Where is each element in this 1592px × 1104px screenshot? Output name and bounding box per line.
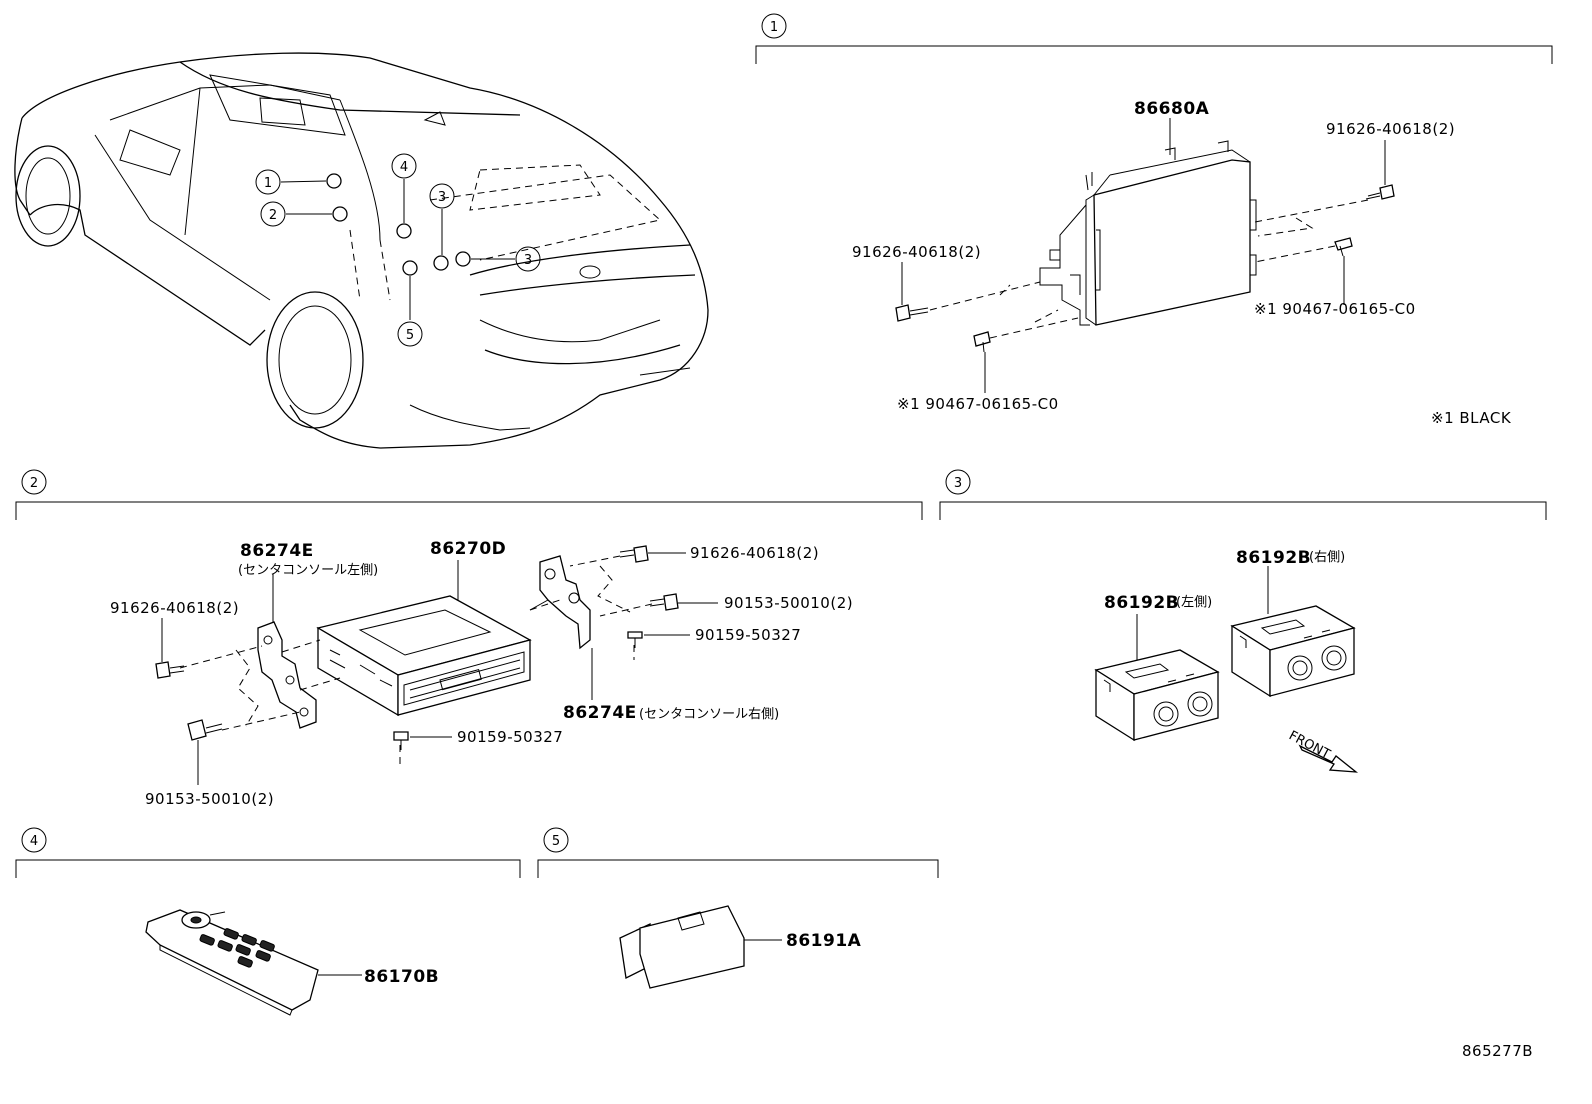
section-3-number: 3 bbox=[954, 476, 962, 491]
car-callout-3a-label: 3 bbox=[438, 190, 446, 205]
bolt-icon bbox=[895, 304, 929, 322]
bolt-icon bbox=[649, 593, 679, 611]
bolt-icon bbox=[155, 661, 185, 679]
part-91626-40618-top-label: 91626-40618(2) bbox=[690, 544, 819, 562]
section-2: 2 86270D 86274E (センタコンソール左側) bbox=[15, 469, 923, 808]
switch-unit-86192b-right bbox=[1230, 605, 1356, 698]
part-86274e-left-note: (センタコンソール左側) bbox=[238, 563, 378, 578]
section-2-number: 2 bbox=[30, 476, 38, 491]
car-callout-1-label: 1 bbox=[264, 176, 272, 191]
section-1-number: 1 bbox=[770, 20, 778, 35]
screw-icon bbox=[1334, 237, 1353, 257]
car-callout-3b bbox=[515, 246, 541, 272]
car-callout-4 bbox=[391, 153, 417, 179]
part-90153-50010-mid-label: 90153-50010(2) bbox=[724, 594, 853, 612]
part-91626-40618-left2-label: 91626-40618(2) bbox=[110, 599, 239, 617]
bolt-icon bbox=[187, 719, 223, 741]
part-91626-40618-right-label: 91626-40618(2) bbox=[1326, 120, 1455, 138]
part-90159-50327-bottom-label: 90159-50327 bbox=[457, 728, 563, 746]
part-86191a-label: 86191A bbox=[786, 931, 862, 951]
front-arrow-icon bbox=[1298, 744, 1359, 773]
switch-unit-86192b-left bbox=[1094, 649, 1220, 742]
part-86274e-left-label: 86274E bbox=[240, 541, 314, 561]
control-panel-86270d bbox=[316, 595, 532, 717]
part-86680a-label: 86680A bbox=[1134, 99, 1210, 119]
screw-icon bbox=[973, 331, 991, 353]
part-91626-40618-left-label: 91626-40618(2) bbox=[852, 243, 981, 261]
bracket-left bbox=[257, 621, 317, 729]
bracket-right bbox=[529, 555, 591, 650]
note-black-label: ※1 BLACK bbox=[1431, 409, 1512, 427]
part-90153-50010-bottom-label: 90153-50010(2) bbox=[145, 790, 274, 808]
part-86170b-label: 86170B bbox=[364, 967, 439, 987]
part-90467-06165-bottom-label: ※1 90467-06165-C0 bbox=[897, 395, 1059, 413]
section-5: 5 86191A bbox=[537, 827, 939, 989]
part-90159-50327-right-label: 90159-50327 bbox=[695, 626, 801, 644]
car-callout-5-label: 5 bbox=[406, 328, 414, 343]
car-callout-3a bbox=[429, 183, 455, 209]
part-86192b-right-label: 86192B bbox=[1236, 548, 1311, 568]
car-callout-1 bbox=[255, 169, 281, 195]
car-callout-5 bbox=[397, 321, 423, 347]
part-86270d-label: 86270D bbox=[430, 539, 506, 559]
part-90467-06165-right-label: ※1 90467-06165-C0 bbox=[1254, 300, 1416, 318]
car-callout-2 bbox=[260, 201, 286, 227]
section-4: 4 86170B bbox=[15, 827, 521, 1016]
remote-control-86170b bbox=[145, 909, 319, 1016]
figure-id: 865277B bbox=[1462, 1042, 1533, 1060]
section-1: 1 86680A 91626-40618(2) bbox=[755, 13, 1553, 427]
part-86274e-right-note: (センタコンソール右側) bbox=[639, 707, 779, 722]
section-5-number: 5 bbox=[552, 834, 560, 849]
car-callout-2-label: 2 bbox=[269, 208, 277, 223]
front-direction-label: FRONT bbox=[1286, 728, 1332, 762]
screw-icon bbox=[627, 631, 643, 648]
car-callout-4-label: 4 bbox=[400, 160, 408, 175]
part-86192b-right-note: (右側) bbox=[1309, 550, 1345, 565]
navigation-computer-86680a bbox=[1039, 140, 1257, 326]
screw-icon bbox=[393, 731, 409, 750]
car-callout-3b-label: 3 bbox=[524, 253, 532, 268]
part-86274e-right-label: 86274E bbox=[563, 703, 637, 723]
part-86192b-left-label: 86192B bbox=[1104, 593, 1179, 613]
section-4-number: 4 bbox=[30, 834, 38, 849]
bolt-icon bbox=[619, 545, 649, 563]
cover-86191a bbox=[619, 905, 745, 989]
bolt-icon bbox=[1365, 184, 1395, 200]
part-86192b-left-note: (左側) bbox=[1176, 595, 1212, 610]
section-3: 3 86192B (左側) 8 bbox=[939, 469, 1547, 773]
car-illustration: 1 2 4 3 3 5 bbox=[14, 52, 709, 449]
